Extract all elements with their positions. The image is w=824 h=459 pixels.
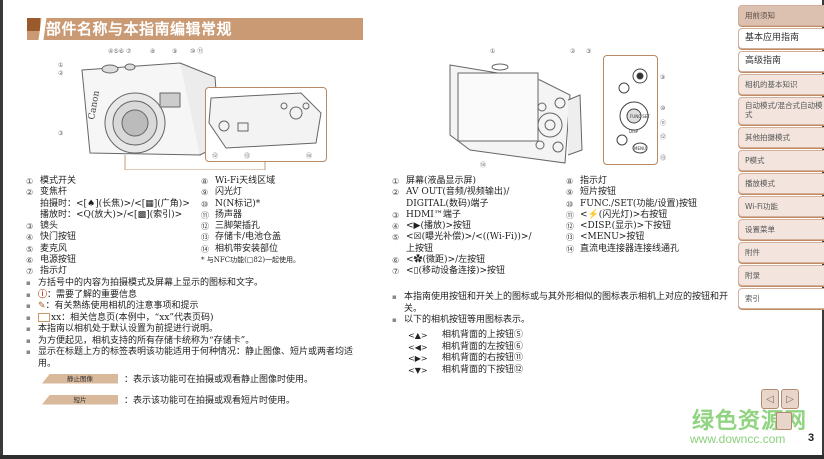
important-icon: ⓘ: [38, 289, 48, 300]
nav-tab-before-use[interactable]: 用前须知: [738, 5, 824, 26]
nav-tab-wifi[interactable]: Wi-Fi功能: [738, 196, 824, 217]
prev-page-button[interactable]: ◁: [761, 389, 779, 409]
back-buttons-illustration: FUNC SET DISP MENU: [616, 68, 650, 154]
pencil-icon: ✎: [38, 301, 46, 311]
down-arrow-icon: <▼>: [408, 365, 428, 375]
nav-tab-auto-mode[interactable]: 自动模式/混合式自动模式: [738, 97, 824, 125]
arrow-button-list: <▲>相机背面的上按钮⑤ <◀>相机背面的左按钮⑥ <▶>相机背面的右按钮⑪ <…: [408, 330, 524, 375]
movie-tag: 短片: [42, 394, 118, 405]
pager: ◁ ▷: [761, 389, 799, 409]
svg-text:⑨: ⑨: [172, 48, 177, 55]
back-camera-figure: ① ② ③ ⑭: [449, 48, 591, 169]
svg-text:DISP: DISP: [629, 129, 639, 134]
svg-text:MENU: MENU: [634, 146, 646, 151]
title-accent-square: [27, 18, 40, 31]
tag-movie: 短片：表示该功能可在拍摄或观看短片时使用。: [42, 393, 295, 406]
svg-text:⑭: ⑭: [480, 161, 486, 169]
nav-tab-camera-basics[interactable]: 相机的基本知识: [738, 74, 824, 95]
svg-text:④⑤⑥ ⑦: ④⑤⑥ ⑦: [108, 48, 132, 55]
window-frame-left: [0, 0, 3, 459]
window-frame-bottom: [0, 455, 824, 459]
svg-text:⑫: ⑫: [212, 152, 218, 160]
nav-tab-p-mode[interactable]: P模式: [738, 150, 824, 171]
page-title: 部件名称与本指南编辑常规: [46, 20, 233, 38]
nfc-note: * 与NFC功能(□82)一起使用。: [201, 256, 301, 265]
chapter-nav: 用前须知 基本应用指南 高级指南 相机的基本知识 自动模式/混合式自动模式 其他…: [738, 5, 824, 311]
next-page-button[interactable]: ▷: [781, 389, 799, 409]
right-arrow-icon: <▶>: [408, 354, 428, 363]
svg-text:⑧: ⑧: [150, 48, 155, 55]
nav-tab-index[interactable]: 索引: [738, 288, 824, 309]
home-button[interactable]: [776, 412, 792, 430]
svg-text:③: ③: [58, 130, 63, 137]
tag-still-image: 静止图像：表示该功能可在拍摄或观看静止图像时使用。: [42, 372, 313, 385]
svg-text:⑩ ⑪: ⑩ ⑪: [190, 47, 203, 55]
up-arrow-icon: <▲>: [408, 331, 428, 340]
svg-text:③: ③: [586, 48, 591, 55]
left-triangle-icon: ◁: [766, 393, 774, 405]
nav-tab-accessories[interactable]: 附件: [738, 242, 824, 263]
nav-tab-playback[interactable]: 播放模式: [738, 173, 824, 194]
button-notes: ▪本指南使用按钮和开关上的图标或与其外形相似的图标表示相机上对应的按钮和开关。 …: [392, 292, 729, 325]
svg-text:①: ①: [58, 62, 63, 69]
section-title-bar: [27, 18, 363, 40]
left-arrow-icon: <◀>: [408, 342, 428, 352]
page-number: 3: [808, 432, 815, 444]
camera-bottom-illustration: ⑫ ⑬ ⑭: [208, 92, 322, 160]
back-buttons-inset: FUNC SET DISP MENU: [603, 55, 658, 165]
svg-text:⑭: ⑭: [306, 152, 312, 160]
nav-tab-appendix[interactable]: 附录: [738, 265, 824, 286]
book-icon: [38, 312, 50, 322]
svg-text:②: ②: [58, 70, 64, 77]
svg-text:②: ②: [570, 48, 576, 55]
svg-text:FUNC SET: FUNC SET: [630, 114, 650, 119]
nav-tab-other-modes[interactable]: 其他拍摄模式: [738, 127, 824, 148]
nav-tab-basic-guide[interactable]: 基本应用指南: [738, 28, 824, 49]
watermark-url: www.downcc.com: [690, 432, 786, 446]
nav-tab-advanced-guide[interactable]: 高级指南: [738, 51, 824, 72]
still-image-tag: 静止图像: [42, 373, 118, 384]
right-triangle-icon: ▷: [786, 393, 794, 405]
nav-tab-settings-menu[interactable]: 设置菜单: [738, 219, 824, 240]
svg-text:①: ①: [490, 48, 495, 55]
conventions-list: ▪方括号中的内容为拍摄模式及屏幕上显示的图标和文字。 ▪ⓘ：需要了解的重要信息 …: [26, 278, 354, 369]
bottom-view-inset: ⑫ ⑬ ⑭: [205, 87, 327, 162]
svg-text:⑬: ⑬: [244, 152, 250, 160]
